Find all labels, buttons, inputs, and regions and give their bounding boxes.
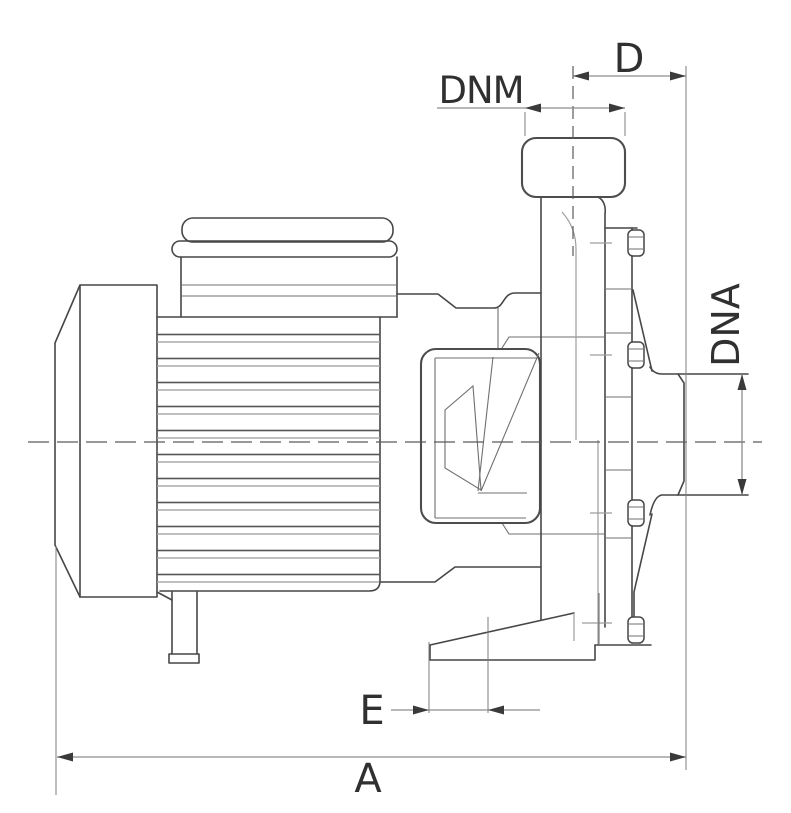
arrowhead-right (413, 705, 429, 715)
arrowhead-right (670, 752, 686, 762)
cooling-fins (157, 332, 380, 588)
arrowhead-right (609, 103, 625, 113)
arrowhead-down (737, 479, 747, 495)
dimension-A: A (55, 546, 686, 802)
flange-bolt (627, 616, 645, 644)
fan-cover (54, 284, 158, 598)
suction-port (649, 366, 749, 516)
arrowhead-left (573, 71, 589, 81)
dimension-D: D (573, 36, 687, 770)
support-foot (429, 593, 600, 661)
flange-bolts (627, 229, 645, 644)
dim-label-e: E (359, 688, 384, 734)
dimension-E: E (359, 617, 540, 734)
arrowhead-left (525, 103, 541, 113)
drain-plug (156, 591, 200, 664)
arrowhead-up (737, 374, 747, 390)
dimension-DNA: DNA (704, 283, 748, 495)
arrowhead-left (57, 752, 73, 762)
arrowhead-right (670, 71, 686, 81)
dim-label-a: A (354, 756, 382, 802)
motor-bracket (379, 292, 604, 583)
flange-bolt (627, 499, 645, 527)
dim-label-dnm: DNM (438, 69, 523, 112)
pump-casing (419, 347, 542, 525)
terminal-box (171, 217, 398, 318)
flange-bolt (627, 229, 645, 257)
flange-bolt (627, 341, 645, 369)
discharge-pipe (540, 196, 607, 645)
centerlines (28, 66, 762, 443)
arrowhead-left (488, 705, 504, 715)
flange (582, 227, 653, 646)
dimension-DNM: DNM (437, 69, 626, 136)
motor-body (156, 316, 398, 592)
dim-label-dna: DNA (704, 283, 748, 367)
dim-label-d: D (614, 36, 645, 82)
